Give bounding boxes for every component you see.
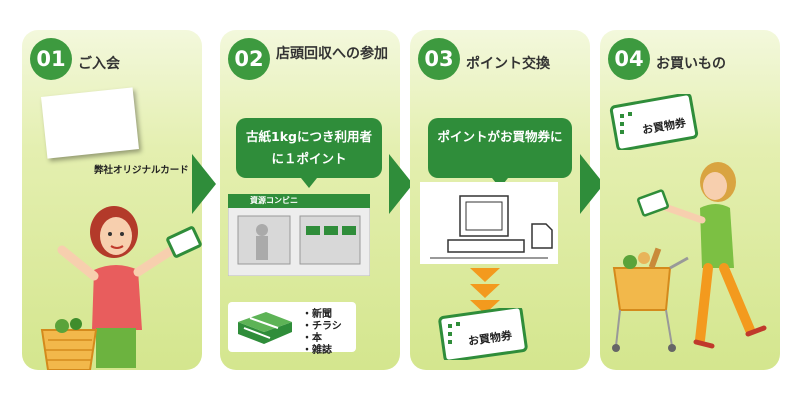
step-number: 01 — [30, 38, 72, 80]
recycling-station-illustration — [228, 194, 370, 276]
voucher-card — [438, 308, 528, 360]
voucher-card — [609, 94, 699, 150]
point-info-bubble: 古紙1kgにつき利用者に１ポイント — [236, 118, 382, 188]
recyclable-item-flyers: ・チラシ — [302, 321, 342, 332]
store-sign: 資源コンビニ — [250, 196, 298, 205]
step-3-panel: 03 ポイント交換 ポイントがお買物券に お買物券 — [410, 30, 590, 370]
computer-printer-illustration — [420, 182, 558, 314]
recyclable-item-newspaper: ・新聞 — [302, 309, 332, 320]
flow-arrow-1 — [192, 154, 216, 214]
step-2-panel: 02 店頭回収への参加 古紙1kgにつき利用者に１ポイント 資源コンビニ ・新聞… — [220, 30, 400, 370]
card-label: 弊社オリジナルカード — [94, 165, 189, 176]
member-card-illustration — [41, 87, 139, 159]
step-number: 02 — [228, 38, 270, 80]
step-4-panel: 04 お買いもの お買物券 — [600, 30, 780, 370]
step-title: ポイント交換 — [466, 56, 550, 72]
woman-with-basket-illustration — [40, 206, 202, 370]
step-title: 店頭回収への参加 — [276, 46, 388, 62]
shopper-with-cart-illustration — [612, 162, 767, 352]
paper-bundle-icon — [238, 312, 292, 344]
step-1-panel: 01 ご入会 弊社オリジナルカード — [22, 30, 202, 370]
step-title: お買いもの — [656, 56, 726, 72]
step-number: 03 — [418, 38, 460, 80]
recyclable-item-magazines: ・雑誌 — [302, 345, 332, 356]
step-number: 04 — [608, 38, 650, 80]
recyclable-item-books: ・本 — [302, 333, 322, 344]
exchange-info-bubble: ポイントがお買物券に — [428, 118, 572, 188]
flow-arrow-2 — [389, 154, 413, 214]
step-title: ご入会 — [78, 56, 120, 72]
